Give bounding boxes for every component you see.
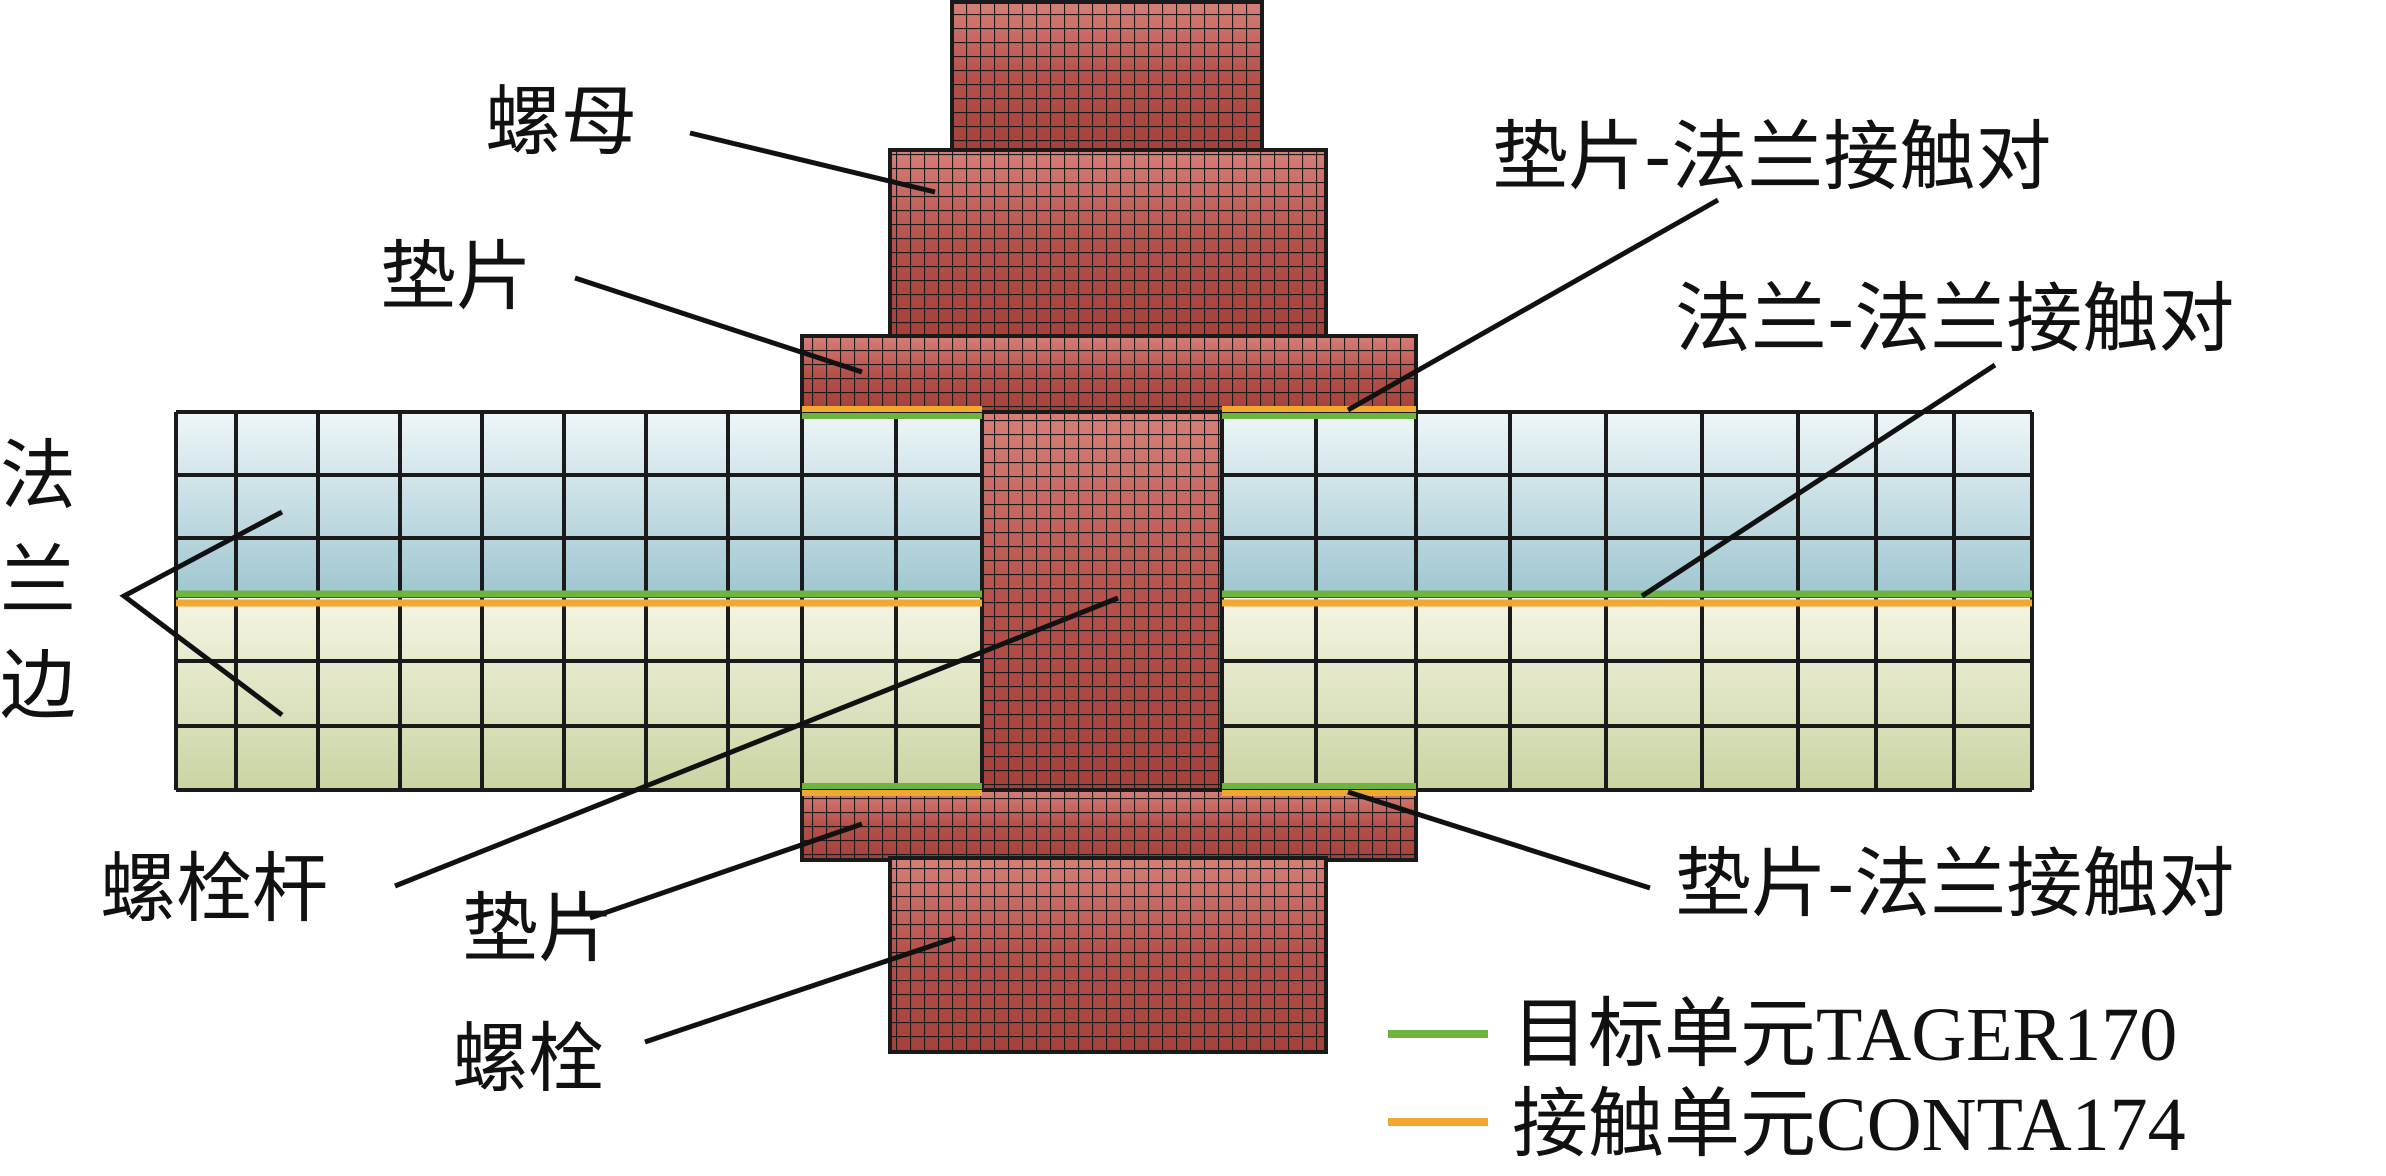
bolt-upper-mesh <box>890 150 1326 336</box>
flange-top-left <box>176 412 982 596</box>
label-bolt: 螺栓 <box>452 1014 604 1103</box>
flange-bottom-right <box>1222 596 2032 790</box>
flange-bottom-left <box>176 596 982 790</box>
legend: 目标单元TAGER170 接触单元CONTA174 <box>1388 993 2186 1167</box>
leader-nut <box>689 130 936 195</box>
label-washer-flange-top: 垫片-法兰接触对 <box>1492 112 2051 201</box>
label-flange: 法 兰 边 <box>0 431 100 730</box>
leader-washer-flange-top <box>1346 197 1720 413</box>
label-flange-char-2: 兰 <box>0 536 76 625</box>
nut-mesh <box>952 2 1262 152</box>
label-flange-char-3: 边 <box>0 641 76 730</box>
bolt-head-mesh <box>890 858 1326 1052</box>
leader-flange-flange <box>1640 362 1997 599</box>
label-flange-flange: 法兰-法兰接触对 <box>1675 274 2234 363</box>
washer-bottom-mesh <box>802 790 1416 860</box>
label-washer-top: 垫片 <box>380 232 532 321</box>
label-bolt-shank: 螺栓杆 <box>100 844 328 933</box>
leader-washer-top <box>574 275 863 375</box>
leader-flange <box>119 509 284 717</box>
leader-bolt-shank <box>394 595 1119 889</box>
washer-top-mesh <box>802 336 1416 412</box>
label-flange-char-1: 法 <box>0 431 76 520</box>
shank-mesh <box>982 412 1222 790</box>
flange-right <box>1222 412 2032 790</box>
label-washer-flange-bottom: 垫片-法兰接触对 <box>1675 839 2234 928</box>
label-washer-bottom: 垫片 <box>462 884 614 973</box>
legend-target-label: 目标单元TAGER170 <box>1512 993 2177 1077</box>
label-nut: 螺母 <box>485 77 637 166</box>
flange-left <box>176 412 982 790</box>
labels: 螺母 垫片 法 兰 边 螺栓杆 垫片 螺栓 垫片-法兰接触对 法兰-法兰接触对 … <box>0 77 2234 1103</box>
leader-washer-bottom <box>589 821 863 921</box>
flange-top-right <box>1222 412 2032 596</box>
bolt-assembly <box>800 0 1418 1054</box>
legend-contact-label: 接触单元CONTA174 <box>1512 1083 2186 1167</box>
leader-bolt <box>644 935 956 1045</box>
leader-lines <box>119 130 1997 1045</box>
leader-washer-flange-bottom <box>1347 789 1651 891</box>
contact-lines <box>176 406 2032 796</box>
